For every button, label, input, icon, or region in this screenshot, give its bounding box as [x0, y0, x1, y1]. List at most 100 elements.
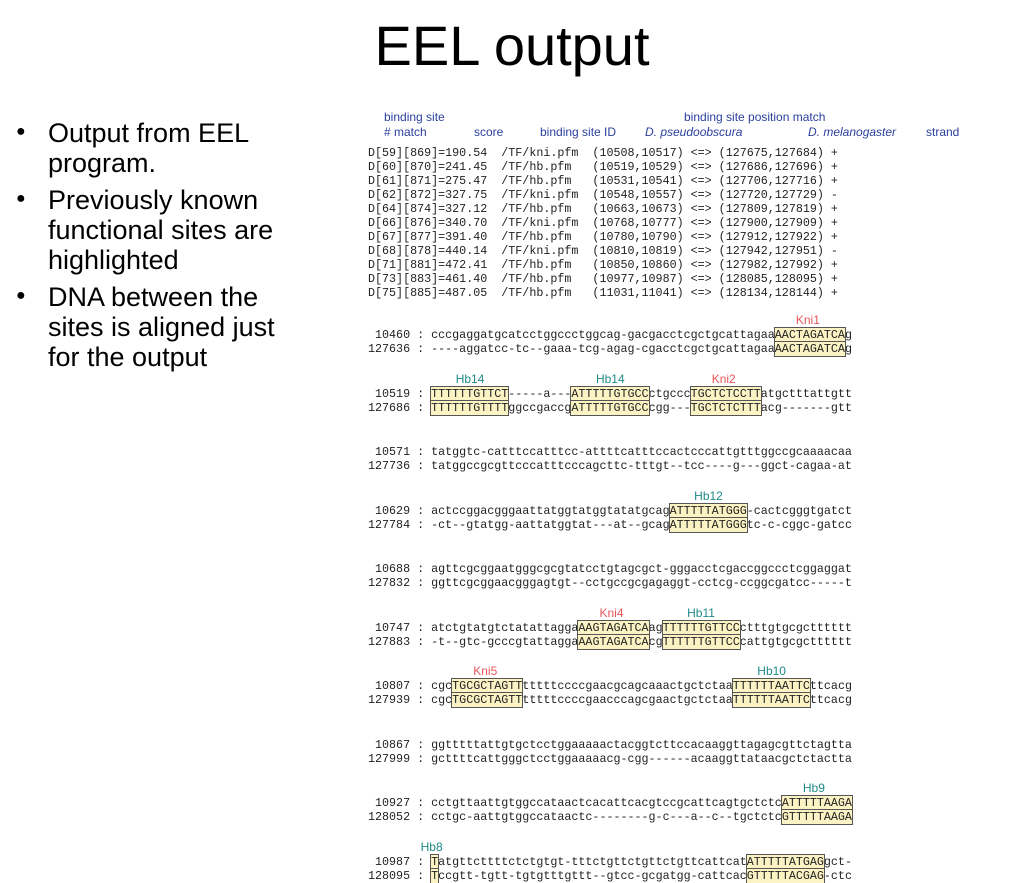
sequence-line-melanogaster: 127883 : -t--gtc-gcccgtattaggaAAGTAGATCA…	[368, 633, 852, 650]
sequence-segment: ttcacg	[809, 679, 852, 693]
sequence-line-melanogaster: 128052 : cctgc-aattgtggccataactc--------…	[368, 809, 853, 825]
bullet-line: Output from EEL	[48, 118, 250, 148]
binding-site-highlight: ATTTTTGTGCC	[570, 385, 650, 402]
binding-site-highlight: AACTAGATCA	[773, 341, 846, 357]
sequence-segment: cg	[648, 634, 663, 649]
sequence-segment: tttttccccgaacccagcgaactgctctaa	[522, 693, 733, 707]
binding-site-highlight: TGCTCTCTTT	[689, 399, 762, 416]
binding-site-highlight: TGCGCTAGTT	[451, 678, 524, 694]
match-table-row: D[68][878]=440.14 /TF/kni.pfm (10810,108…	[368, 244, 838, 258]
match-table-row: D[61][871]=275.47 /TF/hb.pfm (10531,1054…	[368, 174, 838, 188]
match-table-row: D[71][881]=472.41 /TF/hb.pfm (10850,1086…	[368, 258, 838, 272]
binding-site-highlight: TTTTTTGTTTT	[430, 399, 510, 416]
header-binding-site: binding site	[384, 110, 445, 124]
sequence-line-melanogaster: 127686 : TTTTTTGTTTTggccgaccgATTTTTGTGCC…	[368, 399, 852, 416]
sequence-line-pseudoobscura: 10571 : tatggtc-catttccatttcc-attttcattt…	[368, 445, 852, 459]
match-table-row: D[60][870]=241.45 /TF/hb.pfm (10519,1052…	[368, 160, 838, 174]
sequence-segment: 127832 : ggttcgcggaacgggagtgt--cctgccgcg…	[368, 576, 852, 590]
bullet-line: functional sites are	[48, 215, 274, 245]
sequence-segment: atgttcttttctctgtgt-tttctgttctgttctgttcat…	[438, 854, 747, 869]
match-table-row: D[67][877]=391.40 /TF/hb.pfm (10780,1079…	[368, 230, 838, 244]
binding-site-highlight: T	[430, 867, 440, 883]
binding-site-label: Hb12	[694, 488, 723, 503]
binding-site-label: Hb8	[420, 839, 443, 854]
sequence-line-melanogaster: 127736 : tatggccgcgttcccatttcccagcttc-tt…	[368, 459, 852, 473]
sequence-segment: 127939 : cgc	[368, 693, 453, 707]
bullet-dot-icon: ●	[16, 123, 26, 140]
sequence-line-pseudoobscura: 10807 : cgcTGCGCTAGTTtttttccccgaacgcagca…	[368, 678, 852, 694]
sequence-segment: atgctttattgtt	[760, 386, 852, 401]
sequence-segment: tc-c-cggc-gatcc	[746, 517, 852, 532]
sequence-segment: 10927 : cctgttaattgtggccataactcacattcacg…	[368, 796, 782, 810]
match-table-row: D[62][872]=327.75 /TF/kni.pfm (10548,105…	[368, 188, 838, 202]
header-score: score	[474, 125, 504, 139]
sequence-segment: 10629 : actccggacgggaattatggtatggtatatgc…	[368, 503, 670, 518]
header-species-pseudoobscura: D. pseudoobscura	[645, 125, 743, 139]
sequence-segment: 10688 : agttcgcggaatgggcgcgtatcctgtagcgc…	[368, 562, 852, 576]
binding-site-label: Hb14	[455, 371, 485, 386]
binding-site-label: Hb11	[687, 605, 715, 620]
sequence-segment: cattgtgcgctttttt	[739, 634, 852, 649]
sequence-segment: 10519 :	[368, 386, 432, 401]
slide-title: EEL output	[374, 14, 650, 77]
sequence-segment: 128052 : cctgc-aattgtggccataactc--------…	[368, 810, 782, 824]
binding-site-highlight: GTTTTTAAGA	[780, 809, 853, 825]
match-table-row: D[66][876]=340.70 /TF/kni.pfm (10768,107…	[368, 216, 838, 230]
binding-site-highlight: TTTTTTAATTC	[731, 678, 811, 694]
binding-site-highlight: AAGTAGATCA	[577, 619, 650, 636]
sequence-segment: 10460 : cccgaggatgcatcctggccctggcag-gacg…	[368, 328, 775, 342]
sequence-segment: 127736 : tatggccgcgttcccatttcccagcttc-tt…	[368, 459, 852, 473]
sequence-segment: ccgtt-tgtt-tgtgtttgttt--gtcc-gcgatgg-cat…	[438, 868, 747, 883]
sequence-segment: 127784 : -ct--gtatgg-aattatggtat---at--g…	[368, 517, 670, 532]
binding-site-highlight: GTTTTTACGAG	[745, 867, 825, 883]
sequence-line-melanogaster: 127832 : ggttcgcggaacgggagtgt--cctgccgcg…	[368, 576, 852, 590]
binding-site-label: Kni2	[711, 371, 736, 386]
sequence-line-pseudoobscura: 10927 : cctgttaattgtggccataactcacattcacg…	[368, 795, 853, 811]
binding-site-highlight: TTTTTTGTTCC	[661, 633, 741, 650]
sequence-segment: 127686 :	[368, 400, 432, 415]
binding-site-label: Hb10	[757, 664, 786, 678]
sequence-segment: ctttgtgcgctttttt	[739, 620, 852, 635]
sequence-line-pseudoobscura: 10747 : atctgtatgtctatattaggaAAGTAGATCAa…	[368, 619, 852, 636]
sequence-segment: gct-	[823, 854, 852, 869]
bullet-item: ● DNA between the sites is aligned just …	[14, 282, 354, 372]
binding-site-highlight: ATTTTTATGGG	[668, 502, 748, 519]
sequence-line-pseudoobscura: 10519 : TTTTTTGTTCT-----a---ATTTTTGTGCCc…	[368, 385, 852, 402]
binding-site-highlight: ATTTTTATGGG	[668, 516, 748, 533]
sequence-segment: tttttccccgaacgcagcaaactgctctaa	[522, 679, 733, 693]
binding-site-highlight: TGCTCTCCTT	[689, 385, 762, 402]
binding-site-highlight: TTTTTTAATTC	[731, 692, 811, 708]
sequence-line-pseudoobscura: 10867 : ggtttttattgtgctcctggaaaaactacggt…	[368, 738, 852, 752]
sequence-segment: ag	[648, 620, 663, 635]
sequence-segment: 10571 : tatggtc-catttccatttcc-attttcattt…	[368, 445, 852, 459]
header-binding-site-id: binding site ID	[540, 125, 617, 139]
sequence-line-melanogaster: 127784 : -ct--gtatgg-aattatggtat---at--g…	[368, 516, 852, 533]
sequence-segment: ttcacg	[809, 693, 852, 707]
sequence-segment: g	[844, 328, 852, 342]
sequence-segment: 128095 :	[368, 868, 432, 883]
sequence-segment: 127636 : ----aggatcc-tc--gaaa-tcg-agag-c…	[368, 342, 775, 356]
binding-site-highlight: ATTTTTATGAG	[745, 853, 825, 870]
bullet-line: program.	[48, 148, 157, 178]
bullet-line: sites is aligned just	[48, 312, 275, 342]
sequence-segment: acg-------gtt	[760, 400, 852, 415]
bullet-list: ● Output from EEL program. ● Previously …	[14, 118, 354, 379]
binding-site-highlight: TGCGCTAGTT	[451, 692, 524, 708]
header-match: # match	[384, 125, 427, 139]
binding-site-highlight: TTTTTTGTTCC	[661, 619, 741, 636]
match-table: D[59][869]=190.54 /TF/kni.pfm (10508,105…	[368, 146, 838, 300]
binding-site-highlight: ATTTTTAAGA	[780, 795, 853, 811]
sequence-line-pseudoobscura: 10460 : cccgaggatgcatcctggccctggcag-gacg…	[368, 327, 852, 343]
sequence-line-pseudoobscura: 10629 : actccggacgggaattatggtatggtatatgc…	[368, 502, 852, 519]
sequence-line-melanogaster: 128095 : Tccgtt-tgtt-tgtgtttgttt--gtcc-g…	[368, 867, 852, 883]
sequence-segment: -ctc	[823, 868, 852, 883]
sequence-segment: ggccgaccg	[508, 400, 572, 415]
sequence-segment: 10867 : ggtttttattgtgctcctggaaaaactacggt…	[368, 737, 852, 752]
sequence-segment: 127999 : gcttttcattgggctcctggaaaaacg-cgg…	[368, 751, 852, 766]
binding-site-label: Hb14	[595, 371, 625, 386]
match-table-row: D[75][885]=487.05 /TF/hb.pfm (11031,1104…	[368, 286, 838, 300]
sequence-segment: -----a---	[508, 386, 572, 401]
sequence-line-melanogaster: 127636 : ----aggatcc-tc--gaaa-tcg-agag-c…	[368, 341, 852, 357]
binding-site-highlight: ATTTTTGTGCC	[570, 399, 650, 416]
bullet-line: Previously known	[48, 185, 259, 215]
